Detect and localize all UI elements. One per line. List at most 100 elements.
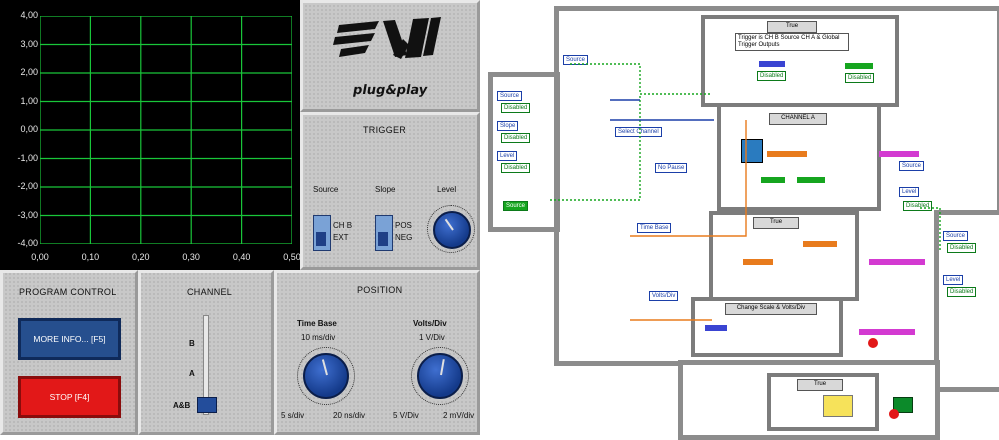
time-base-label: Time Base — [297, 319, 337, 328]
right-terminal-disabled-1[interactable]: Disabled — [947, 243, 977, 253]
terminal-disabled-2[interactable]: Disabled — [501, 133, 531, 143]
orange-wire-2 — [743, 259, 773, 265]
stop-terminal-icon-2[interactable] — [889, 409, 899, 419]
level-knob-ticks — [427, 205, 475, 253]
channel-mark-a: A — [189, 369, 195, 378]
time-base-max-mark: 20 ns/div — [333, 411, 366, 420]
pink-wire-2 — [869, 259, 925, 265]
plug-and-play-tagline: plug&play — [351, 83, 429, 98]
time-base-knob[interactable] — [303, 353, 349, 399]
green-bar-3 — [797, 177, 825, 183]
top-case-structure: True Trigger is CH B Source CH A & Globa… — [701, 15, 899, 107]
time-base-structure: True — [709, 211, 859, 301]
time-base-knob-pointer — [321, 359, 328, 376]
x-tick-label: 0,10 — [81, 252, 100, 262]
x-tick-label: 0,20 — [132, 252, 150, 262]
level-terminal[interactable]: Level — [899, 187, 920, 197]
source-option-ch-b: CH B — [333, 221, 353, 230]
more-info-button[interactable]: MORE INFO... [F5] — [18, 318, 121, 360]
source-terminal-right[interactable]: Source — [899, 161, 925, 171]
position-title: POSITION — [357, 285, 403, 295]
trigger-panel: TRIGGER Source CH B EXT Slope POS NEG Le… — [300, 112, 480, 270]
blue-wire-2 — [705, 325, 727, 331]
help-case-selector[interactable]: True — [797, 379, 843, 391]
volts-div-min-mark: 5 V/Div — [393, 411, 419, 420]
stop-button[interactable]: STOP [F4] — [18, 376, 121, 418]
slope-option-pos: POS — [395, 221, 412, 230]
green-bar-2 — [761, 177, 785, 183]
time-base-label[interactable]: Time Base — [637, 223, 672, 233]
y-tick-label: -4,00 — [17, 238, 38, 248]
no-pause-label[interactable]: No Pause — [655, 163, 688, 173]
orange-wire-1 — [767, 151, 807, 157]
level-knob-pointer — [444, 218, 454, 231]
level-knob[interactable] — [433, 211, 471, 249]
volts-div-top-mark: 1 V/Div — [419, 333, 445, 342]
slope-toggle[interactable] — [375, 215, 393, 251]
top-case-disabled-2[interactable]: Disabled — [845, 73, 875, 83]
disabled-right[interactable]: Disabled — [903, 201, 933, 211]
top-case-selector[interactable]: True — [767, 21, 817, 33]
channel-slider-track[interactable] — [203, 315, 209, 415]
channel-mark-a-and-b: A&B — [173, 401, 191, 410]
right-terminal-disabled-2[interactable]: Disabled — [947, 287, 977, 297]
block-diagram: Source Disabled Slope Disabled Level Dis… — [480, 0, 999, 440]
channel-slider-thumb[interactable] — [197, 397, 217, 413]
terminal-slope[interactable]: Slope — [497, 121, 519, 131]
slope-toggle-lever — [378, 232, 388, 246]
green-bar-1 — [845, 63, 873, 69]
stop-terminal-icon[interactable] — [868, 338, 878, 348]
source-label: Source — [313, 185, 339, 194]
help-case-structure: True — [767, 373, 879, 431]
volts-div-structure: Change Scale & Volts/Div — [691, 297, 843, 357]
time-base-selector[interactable]: True — [753, 217, 799, 229]
volts-div-knob[interactable] — [417, 353, 463, 399]
y-tick-label: 1,00 — [20, 95, 38, 106]
terminal-disabled-1[interactable]: Disabled — [501, 103, 531, 113]
right-terminal-level[interactable]: Level — [943, 275, 964, 285]
terminal-source-out[interactable]: Source — [503, 201, 529, 211]
channel-a-selector[interactable]: CHANNEL A — [769, 113, 827, 125]
slope-option-neg: NEG — [395, 233, 413, 242]
time-base-top-mark: 10 ms/div — [301, 333, 336, 342]
x-tick-label: 0,40 — [232, 252, 251, 262]
volts-div-knob-pointer — [440, 359, 445, 376]
vxi-logo-icon — [333, 17, 441, 59]
waveform-plot-area[interactable] — [39, 15, 293, 245]
program-control-panel: PROGRAM CONTROL — [0, 270, 138, 435]
channel-title: CHANNEL — [187, 287, 233, 297]
time-base-knob-ticks — [297, 347, 355, 405]
source-toggle-lever — [316, 232, 326, 246]
channel-mark-b: B — [189, 339, 195, 348]
terminal-level[interactable]: Level — [497, 151, 518, 161]
program-control-title: PROGRAM CONTROL — [19, 287, 117, 297]
graph-grid — [39, 15, 293, 245]
source-toggle[interactable] — [313, 215, 331, 251]
trigger-note: Trigger is CH B Source CH A & Global Tri… — [735, 33, 849, 51]
pink-wire-3 — [859, 329, 915, 335]
level-label: Level — [437, 185, 457, 194]
wire-overlay — [550, 63, 941, 419]
terminal-source[interactable]: Source — [497, 91, 523, 101]
help-subvi-icon[interactable] — [823, 395, 853, 417]
source-option-ext: EXT — [333, 233, 349, 242]
terminal-disabled-3[interactable]: Disabled — [501, 163, 531, 173]
volts-div-label[interactable]: Volts/Div — [649, 291, 679, 301]
orange-wire-3 — [803, 241, 837, 247]
volts-div-knob-ticks — [411, 347, 469, 405]
y-tick-label: 2,00 — [20, 67, 38, 77]
top-case-disabled[interactable]: Disabled — [757, 71, 787, 81]
volts-div-selector[interactable]: Change Scale & Volts/Div — [725, 303, 817, 315]
y-tick-label: 4,00 — [20, 10, 38, 20]
position-panel: POSITION Time Base 10 ms/div 5 s/div 20 … — [274, 270, 480, 435]
pink-wire-1 — [879, 151, 919, 157]
select-channel-label[interactable]: Select Channel — [615, 127, 662, 137]
y-tick-label: -1,00 — [17, 152, 38, 163]
help-loop-frame: True — [678, 360, 940, 440]
right-terminal-source[interactable]: Source — [943, 231, 969, 241]
logo-panel: plug&play — [300, 0, 480, 112]
time-base-min-mark: 5 s/div — [281, 411, 305, 420]
help-stop-icon[interactable] — [893, 397, 913, 413]
